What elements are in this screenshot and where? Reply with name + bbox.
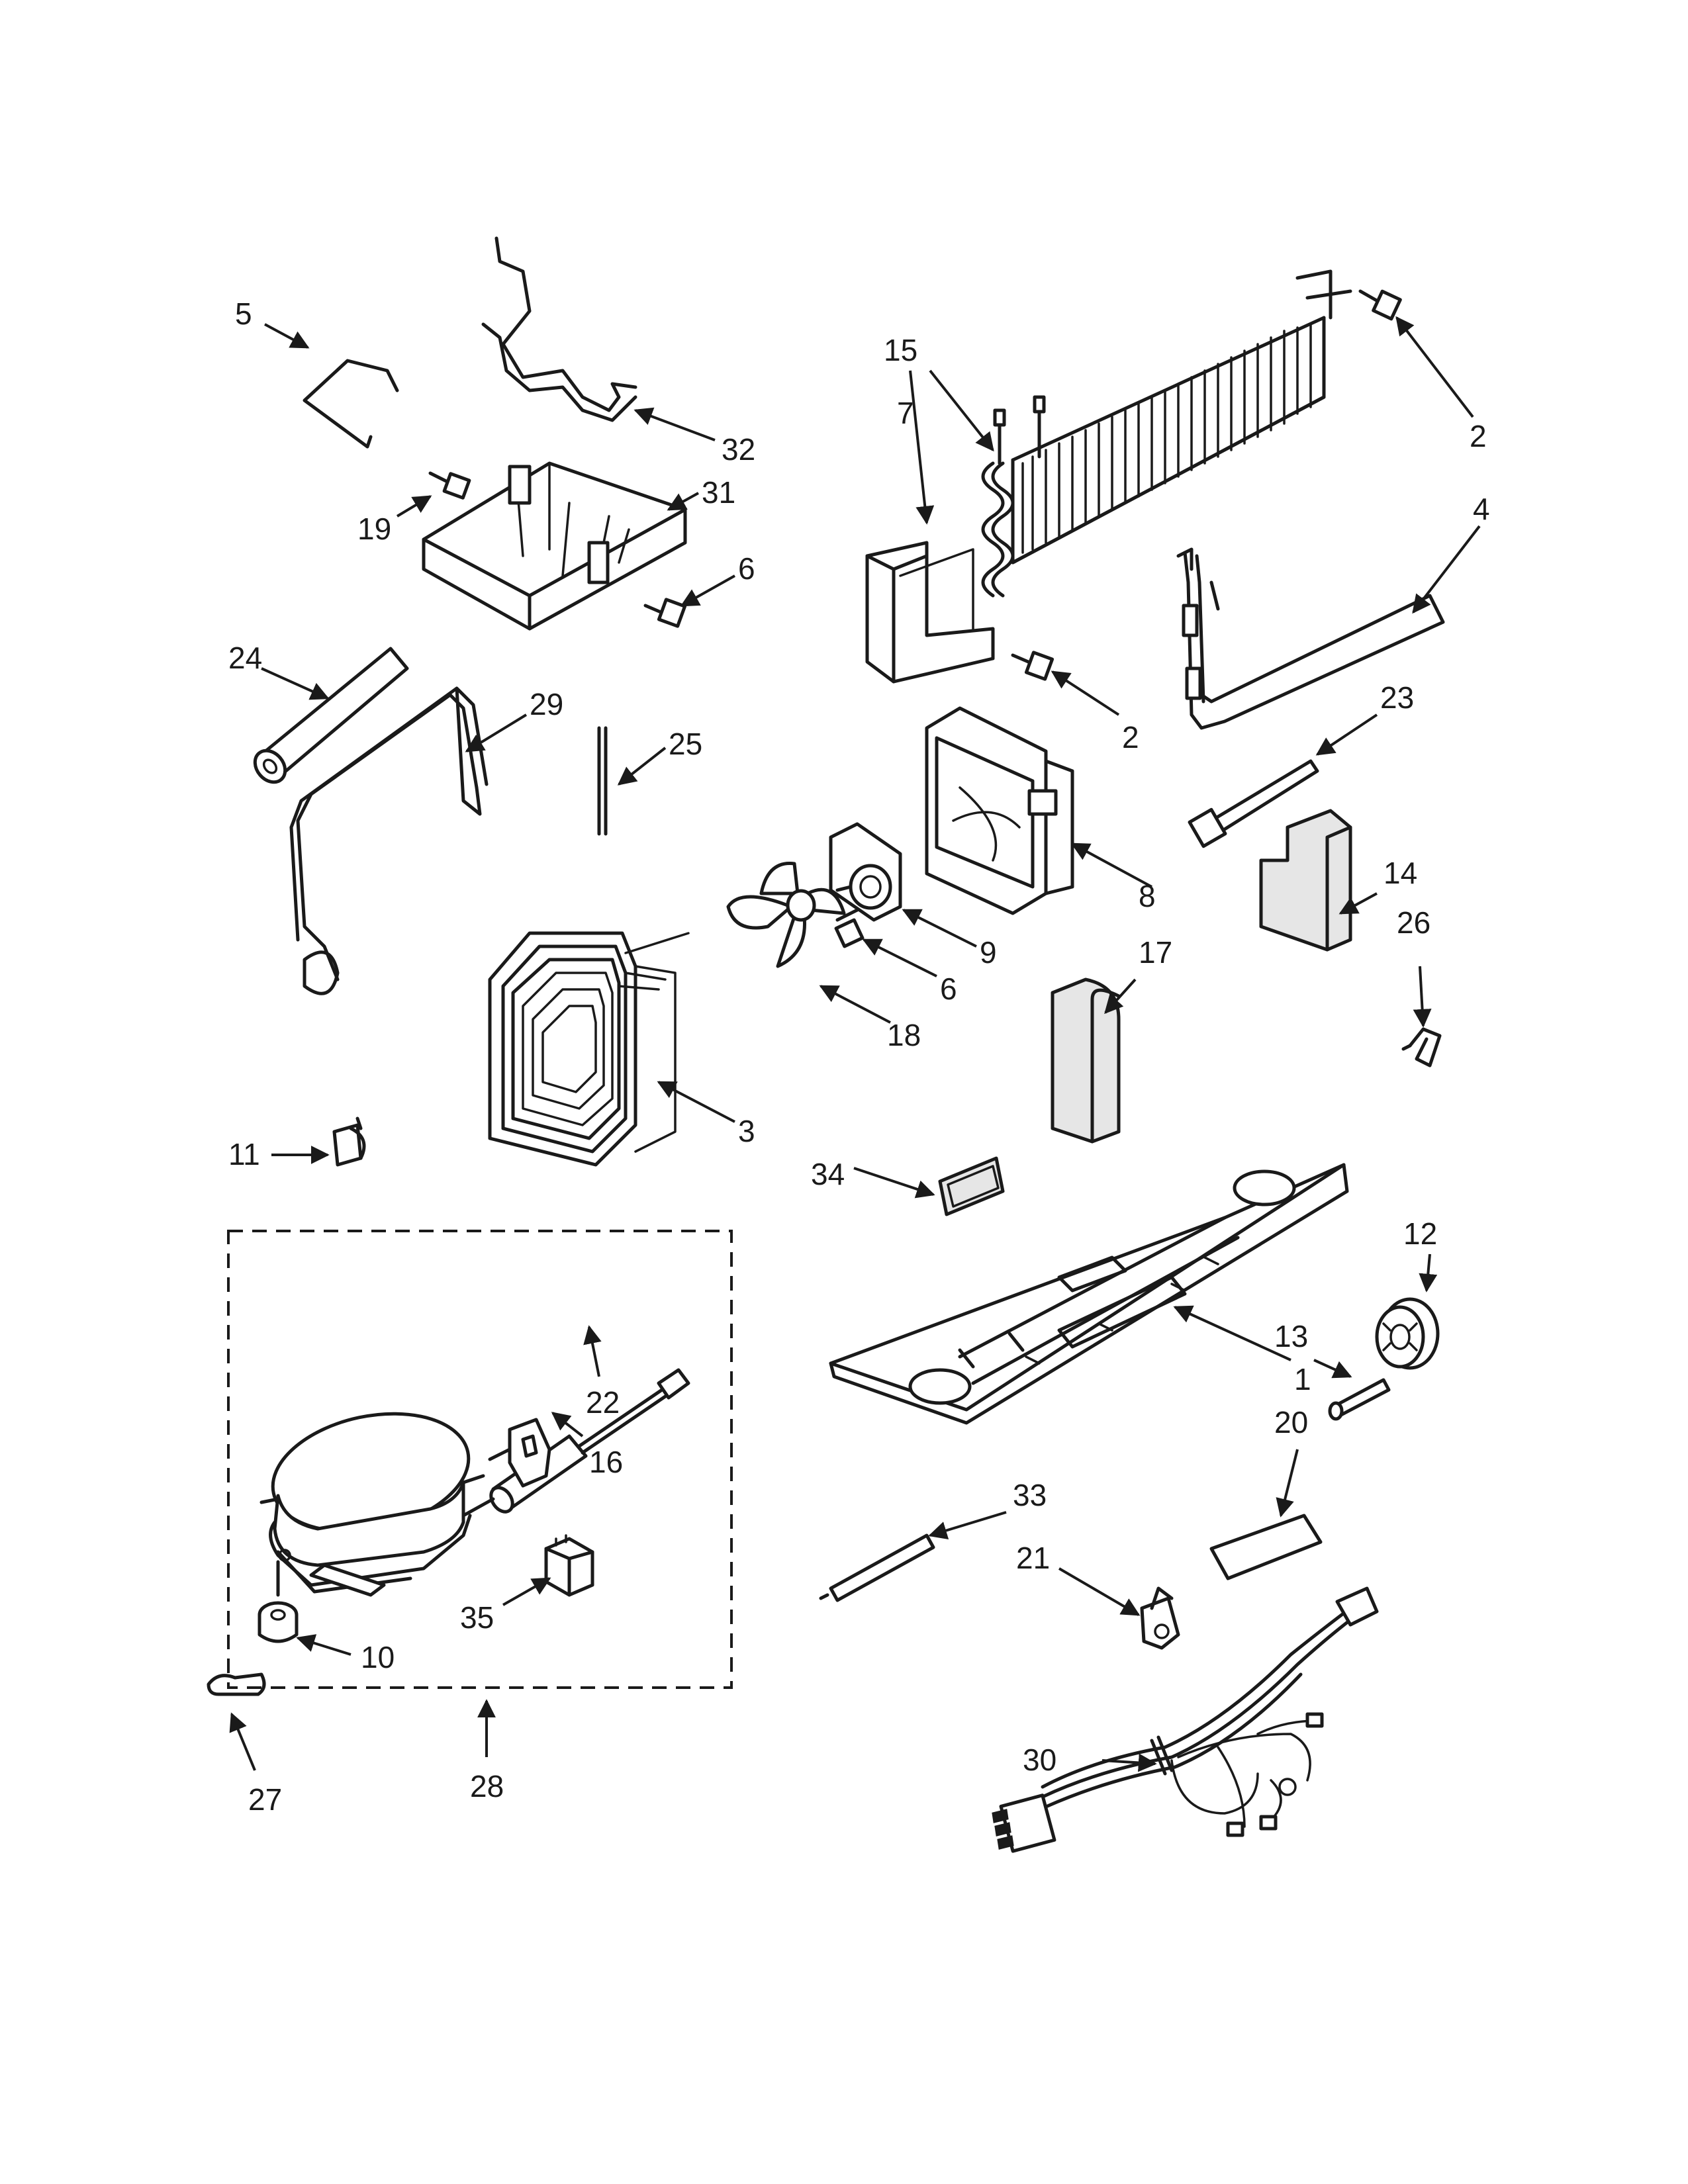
- callout-6-middle: 6: [940, 972, 957, 1006]
- part-34-filter-pad[interactable]: [938, 1156, 1005, 1216]
- callout-1: 1: [1294, 1362, 1311, 1396]
- part-6-screw-upper[interactable]: [643, 598, 687, 628]
- part-5-wire-clip[interactable]: [303, 359, 399, 449]
- part-2-screw-lower[interactable]: [1011, 651, 1055, 681]
- part-27-clip[interactable]: [207, 1672, 266, 1696]
- callout-21: 21: [1016, 1541, 1050, 1575]
- part-32-tubing[interactable]: [481, 236, 637, 422]
- callout-8: 8: [1139, 879, 1156, 913]
- part-35-capacitor[interactable]: [544, 1534, 594, 1597]
- callout-34: 34: [811, 1157, 845, 1191]
- callout-32: 32: [722, 432, 755, 467]
- callout-18: 18: [887, 1018, 921, 1052]
- part-22-tube[interactable]: [461, 1368, 690, 1518]
- part-8-fan-shroud[interactable]: [925, 706, 1074, 915]
- callout-7: 7: [897, 396, 914, 430]
- part-20-pad[interactable]: [1209, 1514, 1323, 1580]
- part-10-grommet[interactable]: [258, 1560, 299, 1643]
- callout-23: 23: [1380, 680, 1414, 715]
- part-31-housing[interactable]: [422, 461, 687, 631]
- callout-15: 15: [884, 333, 917, 367]
- callout-2-lower: 2: [1122, 720, 1139, 754]
- callout-9: 9: [980, 935, 997, 970]
- part-3-condenser-coil[interactable]: [488, 931, 690, 1167]
- part-4-defrost-heater[interactable]: [1176, 547, 1445, 730]
- part-16-relay[interactable]: [488, 1418, 551, 1488]
- callout-24: 24: [228, 641, 262, 675]
- callout-31: 31: [702, 475, 735, 510]
- callout-29: 29: [530, 687, 563, 721]
- part-evaporator-coil[interactable]: [981, 269, 1352, 598]
- part-1-base-pan[interactable]: [829, 1163, 1349, 1425]
- part-2-screw-upper[interactable]: [1358, 289, 1402, 321]
- callout-3: 3: [738, 1114, 755, 1148]
- callout-16: 16: [589, 1445, 623, 1479]
- part-19-screw[interactable]: [428, 471, 471, 500]
- part-25-rod[interactable]: [597, 726, 608, 836]
- callout-26: 26: [1397, 905, 1430, 940]
- compressor-kit-boundary: [227, 1230, 733, 1689]
- callout-22: 22: [586, 1385, 620, 1420]
- callout-35: 35: [460, 1600, 494, 1635]
- callout-30: 30: [1023, 1743, 1056, 1777]
- callout-2-upper: 2: [1470, 419, 1487, 453]
- callout-12: 12: [1403, 1216, 1437, 1251]
- callout-20: 20: [1274, 1405, 1308, 1439]
- callout-4: 4: [1473, 492, 1490, 526]
- part-compressor[interactable]: [259, 1397, 485, 1597]
- callout-11: 11: [228, 1137, 260, 1171]
- callout-6-upper: 6: [738, 551, 755, 586]
- part-9-fan-motor[interactable]: [829, 822, 902, 922]
- callout-17: 17: [1139, 935, 1172, 970]
- part-29-tube[interactable]: [289, 686, 489, 995]
- part-6-screw-middle[interactable]: [834, 908, 865, 948]
- part-13-pin[interactable]: [1328, 1378, 1391, 1421]
- part-24-insulation-tube[interactable]: [249, 647, 409, 788]
- part-14-foam-block[interactable]: [1259, 809, 1352, 952]
- part-17-foam-block[interactable]: [1051, 978, 1121, 1144]
- callout-28: 28: [470, 1769, 504, 1803]
- part-23-cable-tie[interactable]: [1188, 759, 1319, 848]
- part-18-fan-blade[interactable]: [726, 862, 846, 968]
- part-26-clip[interactable]: [1401, 1027, 1442, 1068]
- callout-labels: 5 32 19 31 6 24 29 25 15 7 2 4 2 23 8 9 …: [228, 296, 1490, 1817]
- part-12-roller[interactable]: [1375, 1297, 1440, 1370]
- part-21-bracket[interactable]: [1140, 1586, 1180, 1650]
- leader-lines: [229, 316, 1481, 1772]
- callout-10: 10: [361, 1640, 395, 1674]
- callout-25: 25: [669, 727, 702, 761]
- callout-13: 13: [1274, 1319, 1308, 1353]
- callout-5: 5: [235, 296, 252, 331]
- part-30-wire-harness[interactable]: [992, 1586, 1379, 1853]
- callout-14: 14: [1383, 856, 1417, 890]
- part-11-clip[interactable]: [332, 1116, 366, 1167]
- callout-19: 19: [357, 512, 391, 546]
- callout-27: 27: [248, 1782, 282, 1817]
- part-7-drain-trough[interactable]: [865, 541, 995, 684]
- part-33-rod[interactable]: [819, 1533, 935, 1602]
- callout-33: 33: [1013, 1478, 1047, 1512]
